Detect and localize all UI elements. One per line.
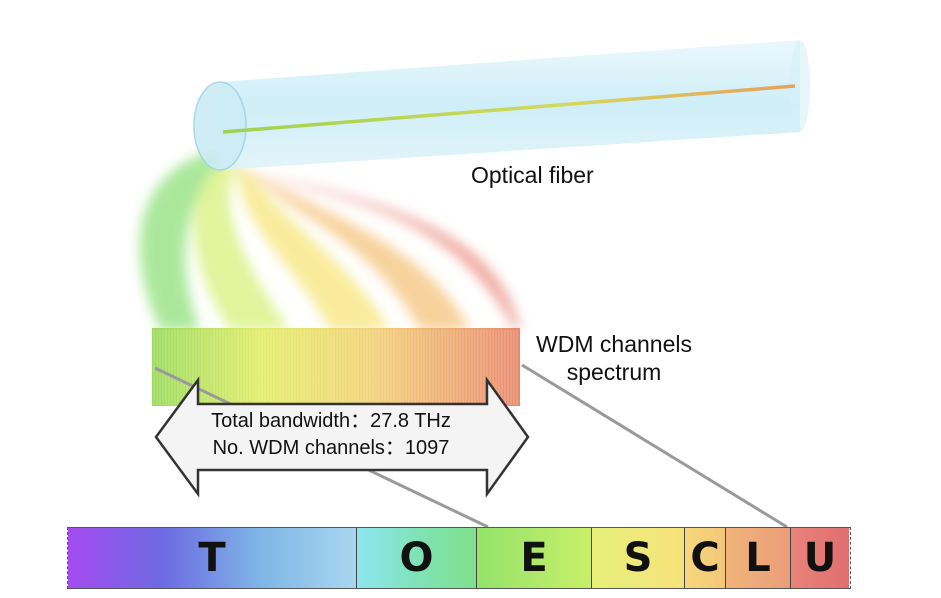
light-plume (139, 150, 520, 330)
num-channels-label: No. WDM channels：1097 (212, 437, 450, 459)
band-s-label: S (623, 535, 653, 581)
wdm-spectrum (152, 328, 520, 406)
band-s: S (592, 528, 685, 588)
band-c: C (685, 528, 726, 588)
band-e: E (477, 528, 592, 588)
zoom-line-right (521, 363, 788, 529)
band-u: U (791, 528, 849, 588)
band-e-label: E (520, 535, 548, 581)
band-c-label: C (690, 535, 720, 581)
band-t-label: T (198, 535, 226, 581)
band-l: L (726, 528, 791, 588)
wdm-spectrum-label: WDM channels spectrum (519, 330, 709, 386)
fiber-label: Optical fiber (471, 162, 594, 188)
band-t: T (68, 528, 357, 588)
band-bar: T O E S C L U (67, 527, 851, 589)
optical-fiber (193, 40, 810, 171)
arrow-text: Total bandwidth：27.8 THz No. WDM channel… (166, 408, 496, 462)
band-o-label: O (399, 535, 434, 581)
band-u-label: U (803, 535, 837, 581)
band-o: O (357, 528, 477, 588)
total-bandwidth-label: Total bandwidth：27.8 THz (211, 410, 451, 432)
band-l-label: L (745, 535, 771, 581)
wdm-label-line1: WDM channels (536, 331, 692, 357)
wdm-label-line2: spectrum (566, 359, 662, 385)
bandwidth-arrow (154, 376, 530, 498)
